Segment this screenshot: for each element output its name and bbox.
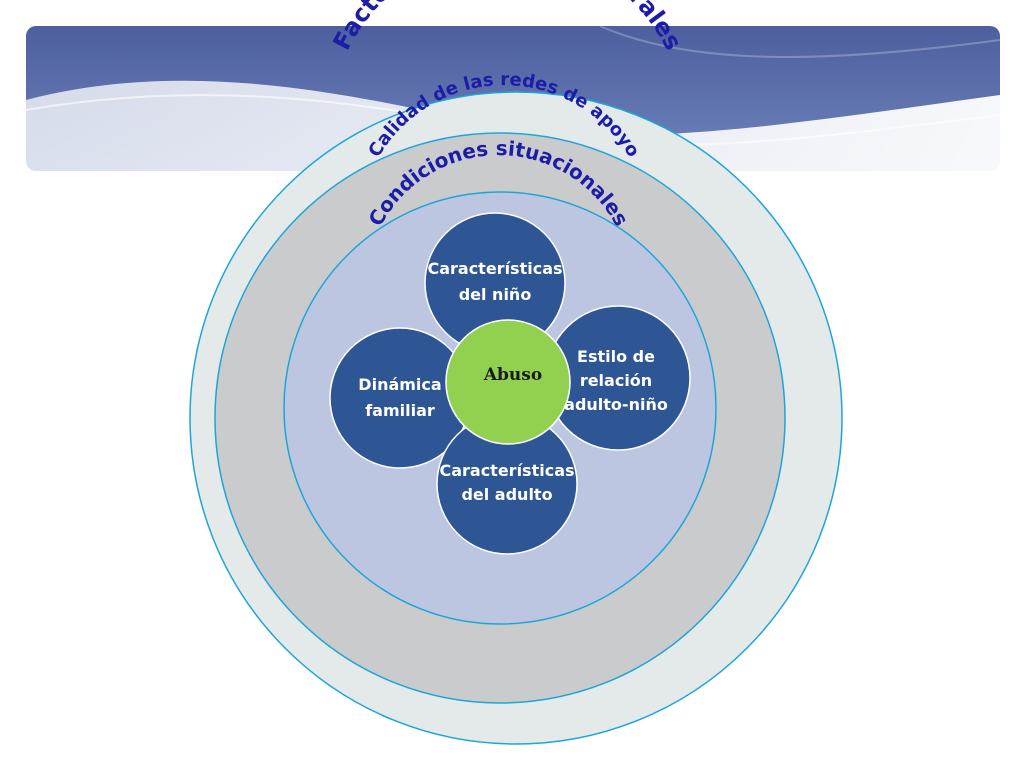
node-bottom-line1: Características — [439, 461, 574, 480]
node-bottom: Características del adulto — [436, 413, 578, 555]
node-right-line2: relación — [580, 371, 652, 390]
node-left-line2: familiar — [365, 401, 435, 420]
node-top-line2: del niño — [459, 285, 532, 304]
center-node: Abuso — [445, 319, 571, 445]
node-right-line3: adulto-niño — [564, 395, 668, 414]
node-bottom-line2: del adulto — [461, 485, 552, 504]
node-left: Dinámica familiar — [329, 327, 471, 469]
node-right-line1: Estilo de — [577, 347, 655, 366]
node-top: Características del niño — [424, 212, 566, 354]
center-label: Abuso — [483, 365, 542, 385]
node-left-line1: Dinámica — [358, 375, 441, 394]
node-right: Estilo de relación adulto-niño — [545, 305, 691, 451]
node-top-line1: Características — [427, 259, 562, 278]
